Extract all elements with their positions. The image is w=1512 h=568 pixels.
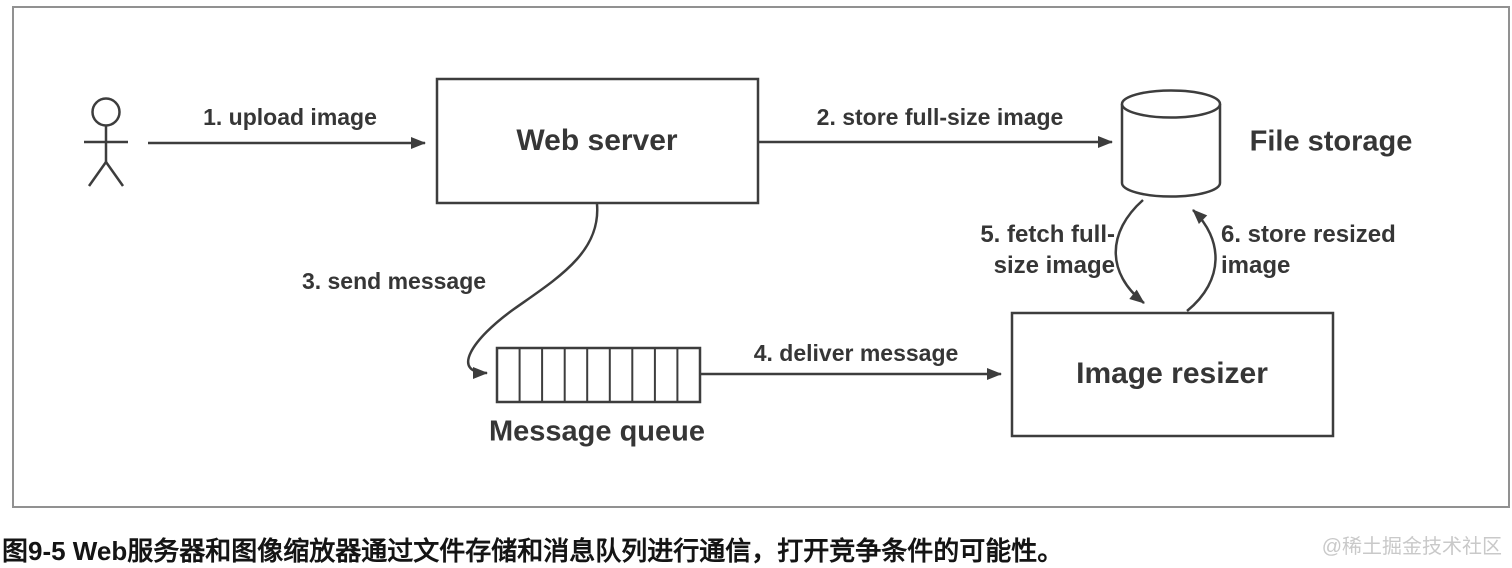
edge3-label: 3. send message (301, 268, 487, 294)
edge5-label-line2: size image (993, 252, 1115, 279)
edge5-label-line1: 5. fetch full- (980, 221, 1115, 248)
edge1-label: 1. upload image (203, 104, 377, 130)
file-storage-label: File storage (1249, 125, 1413, 158)
edge4-label: 4. deliver message (753, 340, 959, 366)
edge6-label-line2: image (1221, 252, 1291, 279)
edge5-curve (1114, 199, 1145, 304)
user-actor-icon (84, 97, 128, 187)
edge6-curve (1186, 209, 1217, 312)
edge6-label-line1: 6. store resized (1221, 221, 1396, 248)
edge6-label: 6. store resized image (1221, 219, 1396, 281)
message-queue-label: Message queue (489, 415, 705, 448)
web-server-box (435, 77, 760, 205)
message-queue-icon (495, 346, 702, 404)
edge5-label: 5. fetch full- size image (980, 219, 1115, 281)
image-resizer-label: Image resizer (1076, 357, 1268, 390)
file-storage-cylinder-icon (1120, 89, 1222, 198)
image-resizer-box (1010, 311, 1335, 438)
edge2-label: 2. store full-size image (816, 104, 1064, 130)
web-server-label: Web server (516, 124, 678, 157)
figure-caption: 图9-5 Web服务器和图像缩放器通过文件存储和消息队列进行通信，打开竞争条件的… (2, 536, 1064, 566)
watermark: @稀土掘金技术社区 (1321, 536, 1502, 558)
edge3-curve (466, 203, 599, 379)
